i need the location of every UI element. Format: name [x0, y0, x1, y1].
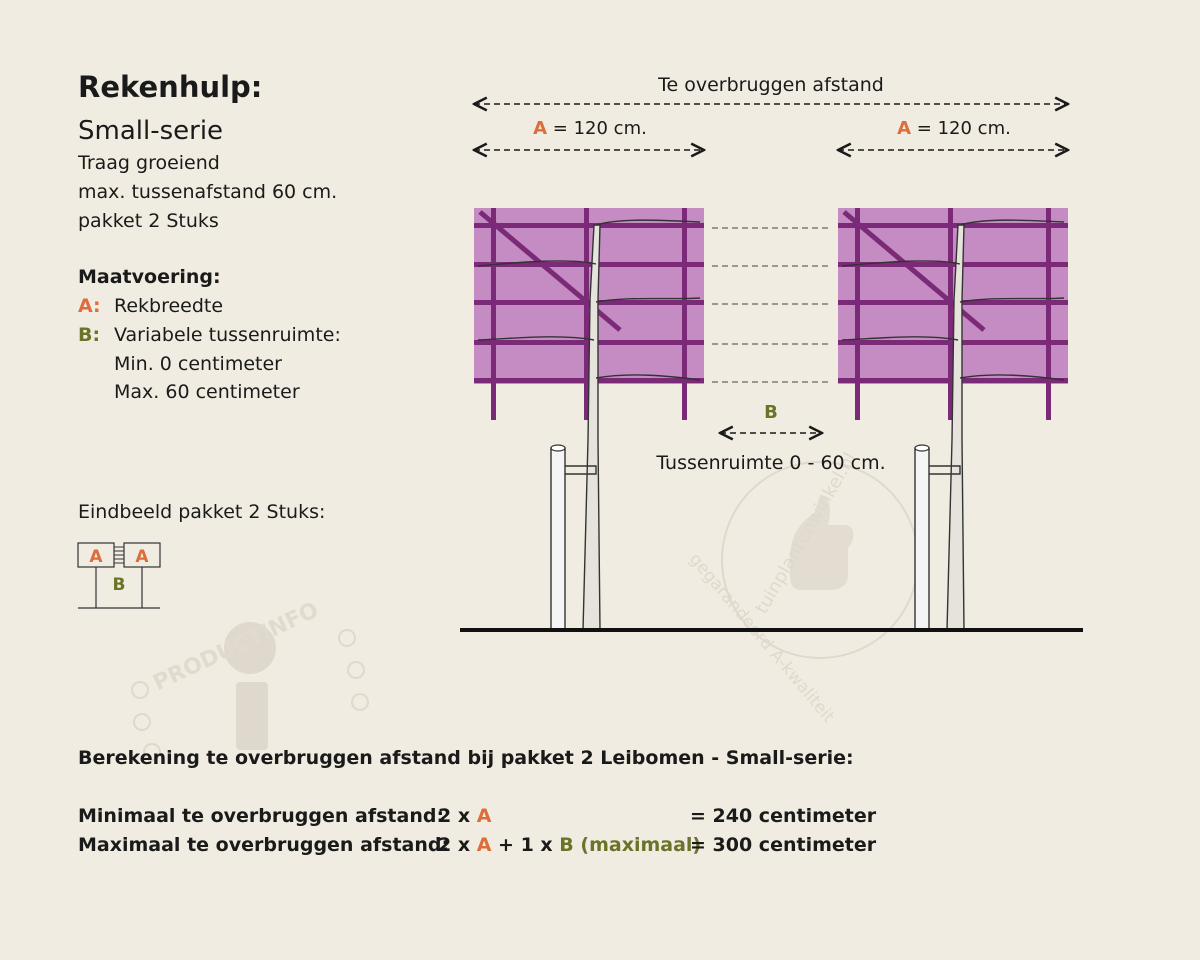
legend-a-key: A: [78, 295, 101, 317]
support-pole-right [914, 447, 930, 631]
productinfo-watermark-text: PRODUCTINFO [149, 598, 322, 696]
info-line-growth: Traag groeiend [78, 152, 220, 174]
espalier-tree-right [838, 208, 1068, 631]
min-result: = 240 centimeter [690, 805, 877, 827]
b-label: B [764, 402, 778, 423]
calculation-heading: Berekening te overbruggen afstand bij pa… [78, 747, 854, 769]
max-result: = 300 centimeter [690, 834, 877, 856]
mini-a-right: A [135, 547, 149, 567]
max-formula: 2 x A + 1 x B (maximaal) [438, 834, 701, 856]
page-title: Rekenhulp: [78, 70, 263, 104]
mini-b: B [113, 575, 126, 595]
end-image-mini: A A B [77, 542, 161, 609]
info-stem-icon [236, 682, 268, 750]
max-formula-a: A [476, 834, 492, 856]
info-dot-icon [224, 622, 276, 674]
legend-b-key: B: [78, 324, 101, 346]
max-label: Maximaal te overbruggen afstand: [78, 834, 450, 856]
a-right-label: A = 120 cm. [897, 118, 1011, 139]
brand-watermark: tuinplantenwinkel.nl gegarandeerd A-kwal… [685, 449, 919, 727]
ground-line [460, 628, 1083, 632]
mini-a-left: A [89, 547, 103, 567]
max-formula-prefix: 2 x [438, 834, 477, 856]
max-formula-mid: + 1 x [491, 834, 560, 856]
productinfo-watermark: PRODUCTINFO [131, 598, 369, 761]
end-image-label: Eindbeeld pakket 2 Stuks: [78, 501, 326, 523]
legend-heading: Maatvoering: [78, 266, 221, 288]
info-line-package: pakket 2 Stuks [78, 210, 219, 232]
span-label: Te overbruggen afstand [657, 74, 884, 96]
legend-b-min: Min. 0 centimeter [114, 353, 282, 375]
min-formula-prefix: 2 x [438, 805, 477, 827]
support-pole-left [550, 447, 566, 631]
legend-b-text: Variabele tussenruimte: [114, 324, 341, 346]
info-line-spacing: max. tussenafstand 60 cm. [78, 181, 338, 203]
espalier-tree-left [474, 208, 704, 631]
legend-b-max: Max. 60 centimeter [114, 381, 300, 403]
max-formula-b: B (maximaal) [559, 834, 702, 856]
series-name: Small-serie [78, 116, 224, 146]
legend-a-text: Rekbreedte [114, 295, 224, 317]
trunk-right [946, 224, 965, 631]
connector-wires [712, 227, 832, 383]
min-formula: 2 x A [438, 805, 491, 827]
thumbs-up-icon [790, 495, 854, 590]
gap-label: Tussenruimte 0 - 60 cm. [655, 452, 885, 474]
min-label: Minimaal te overbruggen afstand: [78, 805, 445, 827]
trunk-left [582, 224, 601, 631]
min-formula-a: A [476, 805, 492, 827]
a-left-label: A = 120 cm. [533, 118, 647, 139]
